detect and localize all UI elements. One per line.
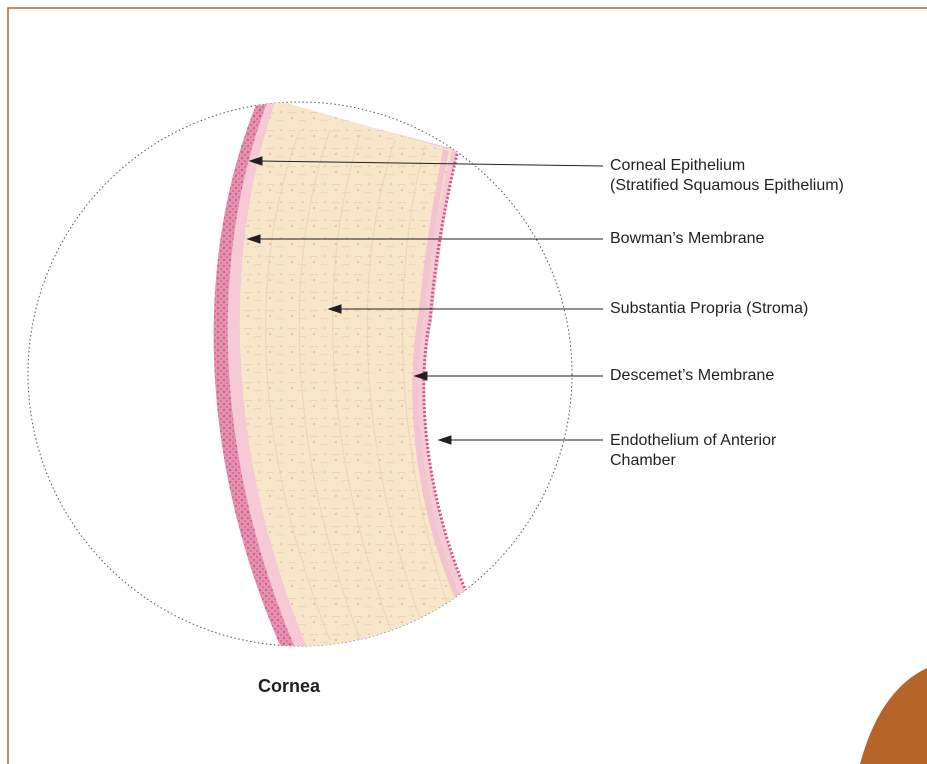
frame-border: [8, 8, 927, 764]
label-corneal-epithelium: Corneal Epithelium (Stratified Squamous …: [610, 156, 844, 196]
label-bowmans-membrane: Bowman’s Membrane: [610, 229, 764, 249]
label-descemets-membrane: Descemet’s Membrane: [610, 366, 774, 386]
label-endothelium: Endothelium of Anterior Chamber: [610, 431, 776, 471]
leader-descemets-membrane: [415, 372, 603, 380]
cornea-section: [214, 100, 496, 650]
leader-endothelium: [439, 436, 603, 444]
figure-caption: Cornea: [258, 676, 320, 697]
corner-accent: [860, 668, 927, 764]
label-substantia-propria: Substantia Propria (Stroma): [610, 299, 808, 319]
